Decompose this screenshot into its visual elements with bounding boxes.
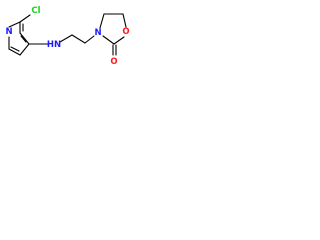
molecule-diagram: Cl N N HN N O O (5, 6, 129, 67)
bond-n1-c2 (8, 21, 21, 28)
bond-c2-cl (19, 14, 31, 23)
carbonyl-oxygen-label: O (110, 57, 117, 67)
bond-c5-c6 (8, 48, 21, 56)
bond-c4-c5 (19, 43, 30, 56)
bond-c5ox-o (122, 13, 127, 28)
bond-n-c4ox (99, 13, 105, 29)
pyrimidine-n1-label: N (5, 27, 12, 37)
bond-c4-n3-inner (20, 35, 27, 43)
bond-nh-ch2 (59, 34, 73, 43)
bond-c5-c6-inner (10, 46, 20, 52)
atom-labels: Cl N N HN N O O (5, 6, 129, 67)
amine-nh-label: HN (47, 40, 61, 50)
bond-c2ox-n (102, 35, 115, 45)
chlorine-label: Cl (31, 6, 40, 16)
oxazolidinone-n-label: N (94, 28, 101, 38)
bond-o-c2ox (113, 36, 125, 45)
bond-ch2-n (84, 35, 95, 44)
bond-ch2-ch2 (71, 34, 86, 44)
bond-n3-c4 (19, 32, 30, 45)
ring-oxygen-label: O (122, 27, 129, 37)
bond-lines (8, 13, 127, 56)
